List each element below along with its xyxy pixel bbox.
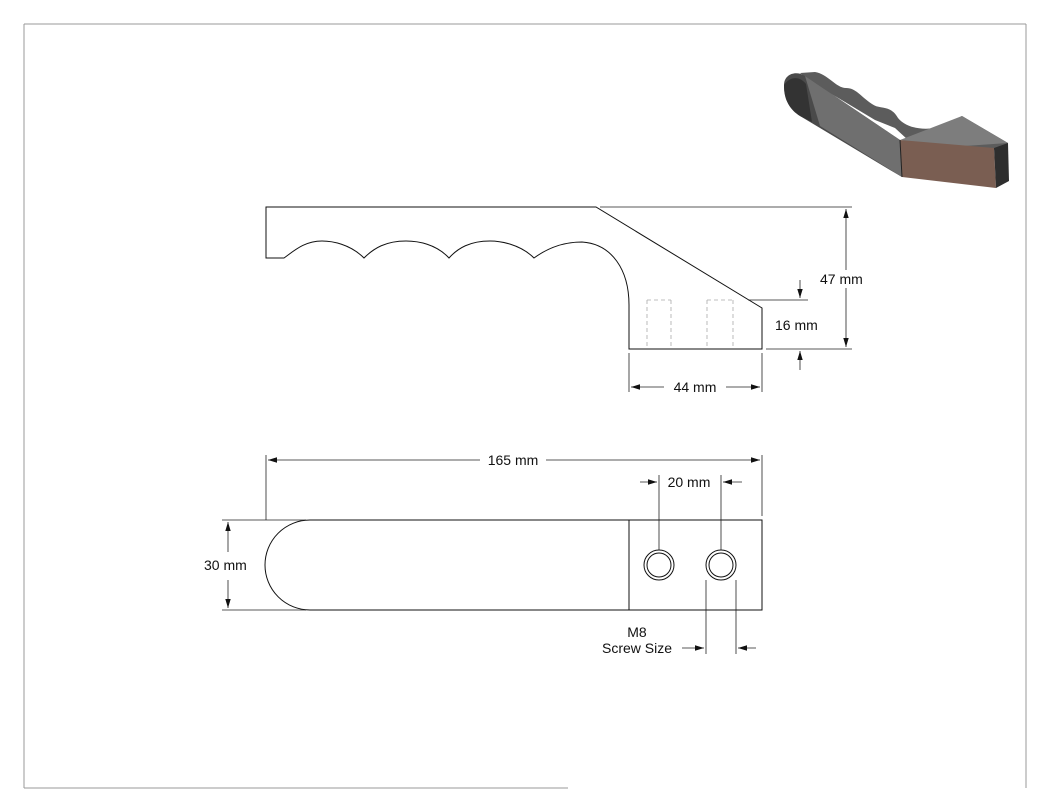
- screw-size-label-line2: Screw Size: [602, 640, 672, 656]
- dim-width-total: 30 mm: [204, 557, 247, 573]
- dim-width-block: 44 mm: [674, 379, 717, 395]
- dim-height-block: 16 mm: [775, 317, 818, 333]
- drawing-frame: [23, 23, 1027, 789]
- side-view: [265, 206, 852, 392]
- dim-hole-spacing: 20 mm: [668, 474, 711, 490]
- isometric-render: [784, 72, 1009, 188]
- dim-length-total: 165 mm: [488, 452, 539, 468]
- dim-height-total: 47 mm: [820, 271, 863, 287]
- screw-size-label-line1: M8: [627, 624, 647, 640]
- top-view: [222, 455, 763, 654]
